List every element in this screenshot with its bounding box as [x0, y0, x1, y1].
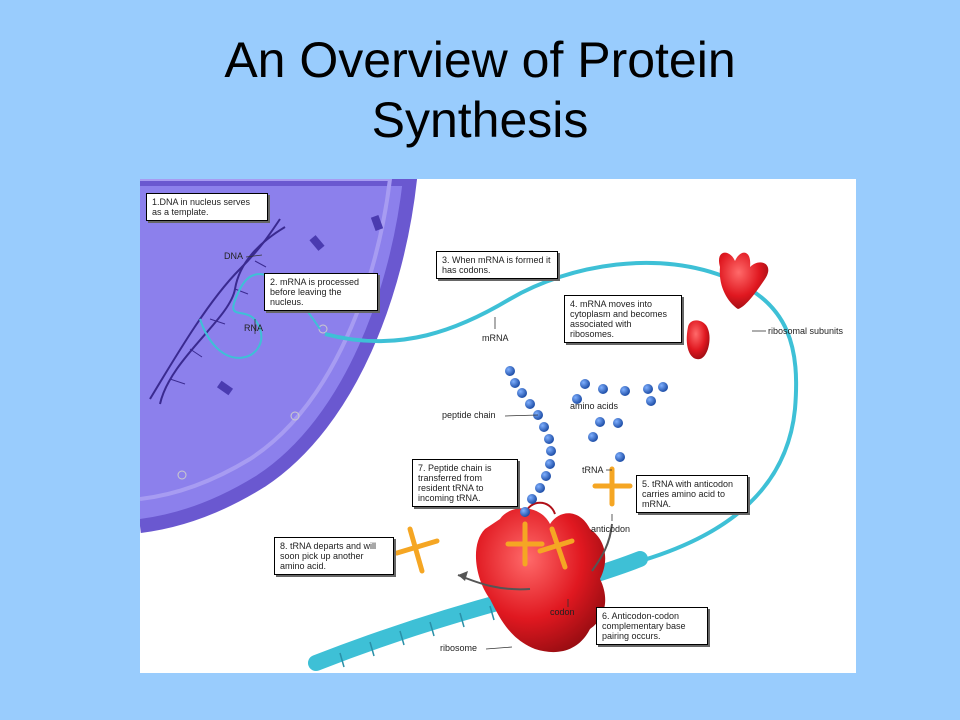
trna-stem: [549, 526, 568, 570]
ribosomal-subunit-small: [686, 320, 710, 360]
amino-acid-bead: [544, 434, 554, 444]
leader-ribosome: [485, 646, 513, 650]
trna-departing: [394, 526, 440, 574]
trna-resident-b: [537, 526, 575, 570]
trna-arm: [537, 538, 575, 554]
nuclear-pores: [216, 215, 384, 396]
label-dna: DNA: [224, 251, 244, 261]
amino-acid-bead: [546, 446, 556, 456]
trna-arm: [394, 538, 440, 556]
title-line-1: An Overview of Protein: [224, 32, 736, 88]
amino-acid-bead: [646, 396, 656, 406]
amino-acid-bead: [527, 494, 537, 504]
label-ribosomal-subunits: ribosomal subunits: [768, 326, 844, 336]
amino-acid-bead: [545, 459, 555, 469]
nuclear-envelope-inner: [140, 179, 393, 501]
leader-dna: [245, 254, 263, 258]
dna-strand-a: [149, 218, 281, 400]
trna-resident-a: [505, 521, 545, 567]
dna-strand-b: [159, 226, 286, 405]
amino-acid-bead: [510, 378, 520, 388]
label-anticodon: anticodon: [591, 524, 631, 534]
ribosome-body: [475, 508, 606, 653]
label-trna: tRNA: [582, 465, 604, 475]
trna-stem: [407, 526, 425, 574]
label-codon: codon: [550, 607, 575, 617]
callout-step-6: 6. Anticodon-codon complementary base pa…: [596, 607, 708, 645]
amino-acid-bead: [517, 388, 527, 398]
amino-acid-bead: [580, 379, 590, 389]
departure-arrowhead: [458, 571, 468, 581]
leader-lines: [245, 254, 766, 650]
figure-illustration: [140, 179, 799, 671]
callout-step-1: 1.DNA in nucleus serves as a template.: [146, 193, 268, 221]
title-line-2: Synthesis: [371, 92, 589, 148]
incoming-arrow: [591, 523, 613, 572]
amino-acid-bead: [541, 471, 551, 481]
mrna-codon-stripes: [339, 597, 525, 668]
dna-rungs: [169, 260, 267, 385]
ribosomal-subunit-large: [718, 252, 769, 309]
amino-acid-bead: [505, 366, 515, 376]
nuclear-pore: [370, 215, 384, 231]
amino-acid-bead: [520, 507, 530, 517]
callout-step-2: 2. mRNA is processed before leaving the …: [264, 273, 378, 311]
nuclear-pore: [216, 380, 234, 396]
label-ribosome: ribosome: [440, 643, 478, 653]
callout-step-5: 5. tRNA with anticodon carries amino aci…: [636, 475, 748, 513]
nucleus-body: [140, 179, 408, 524]
callout-step-4: 4. mRNA moves into cytoplasm and becomes…: [564, 295, 682, 343]
free-amino-acids: [572, 379, 668, 462]
label-amino-acids: amino acids: [570, 401, 619, 411]
amino-acid-bead: [620, 386, 630, 396]
amino-acid-bead: [535, 483, 545, 493]
amino-acid-bead: [595, 417, 605, 427]
amino-acid-bead: [525, 399, 535, 409]
label-rna: RNA: [244, 323, 264, 333]
callout-step-8: 8. tRNA departs and will soon pick up an…: [274, 537, 394, 575]
callout-step-7: 7. Peptide chain is transferred from res…: [412, 459, 518, 507]
slide-title: An Overview of Protein Synthesis: [0, 30, 960, 150]
nuclear-pore: [309, 235, 325, 251]
nuclear-envelope: [140, 179, 418, 533]
amino-acid-bead: [658, 382, 668, 392]
trna-incoming: [592, 466, 633, 507]
peptide-chain: [505, 366, 556, 517]
amino-acid-bead: [572, 394, 582, 404]
amino-acid-bead: [598, 384, 608, 394]
amino-acid-bead: [588, 432, 598, 442]
leader-peptide: [504, 414, 539, 417]
amino-acid-bead: [539, 422, 549, 432]
label-peptide-chain: peptide chain: [442, 410, 496, 420]
amino-acid-bead: [613, 418, 623, 428]
dot: [290, 411, 300, 421]
amino-acid-bead: [643, 384, 653, 394]
protein-synthesis-figure: 1.DNA in nucleus serves as a template. 2…: [140, 179, 856, 673]
dot: [177, 470, 187, 480]
amino-acid-bead: [615, 452, 625, 462]
label-mrna: mRNA: [482, 333, 509, 343]
callout-step-3: 3. When mRNA is formed it has codons.: [436, 251, 558, 279]
